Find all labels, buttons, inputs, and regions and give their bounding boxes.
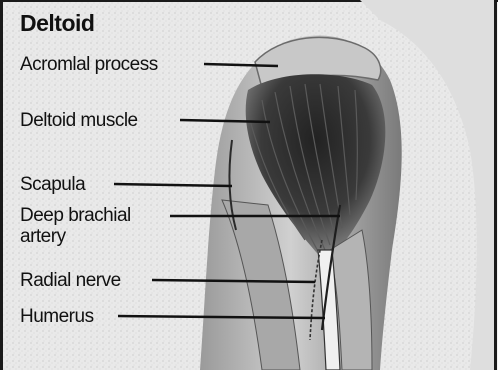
label-scapula: Scapula [20,174,85,195]
label-deltoid-muscle: Deltoid muscle [20,110,138,131]
diagram-title: Deltoid [20,10,94,36]
label-acromial-process: Acromlal process [20,54,158,75]
label-deep-brachial-artery: Deep brachial artery [20,205,131,247]
label-humerus: Humerus [20,306,94,327]
label-radial-nerve: Radial nerve [20,270,121,291]
